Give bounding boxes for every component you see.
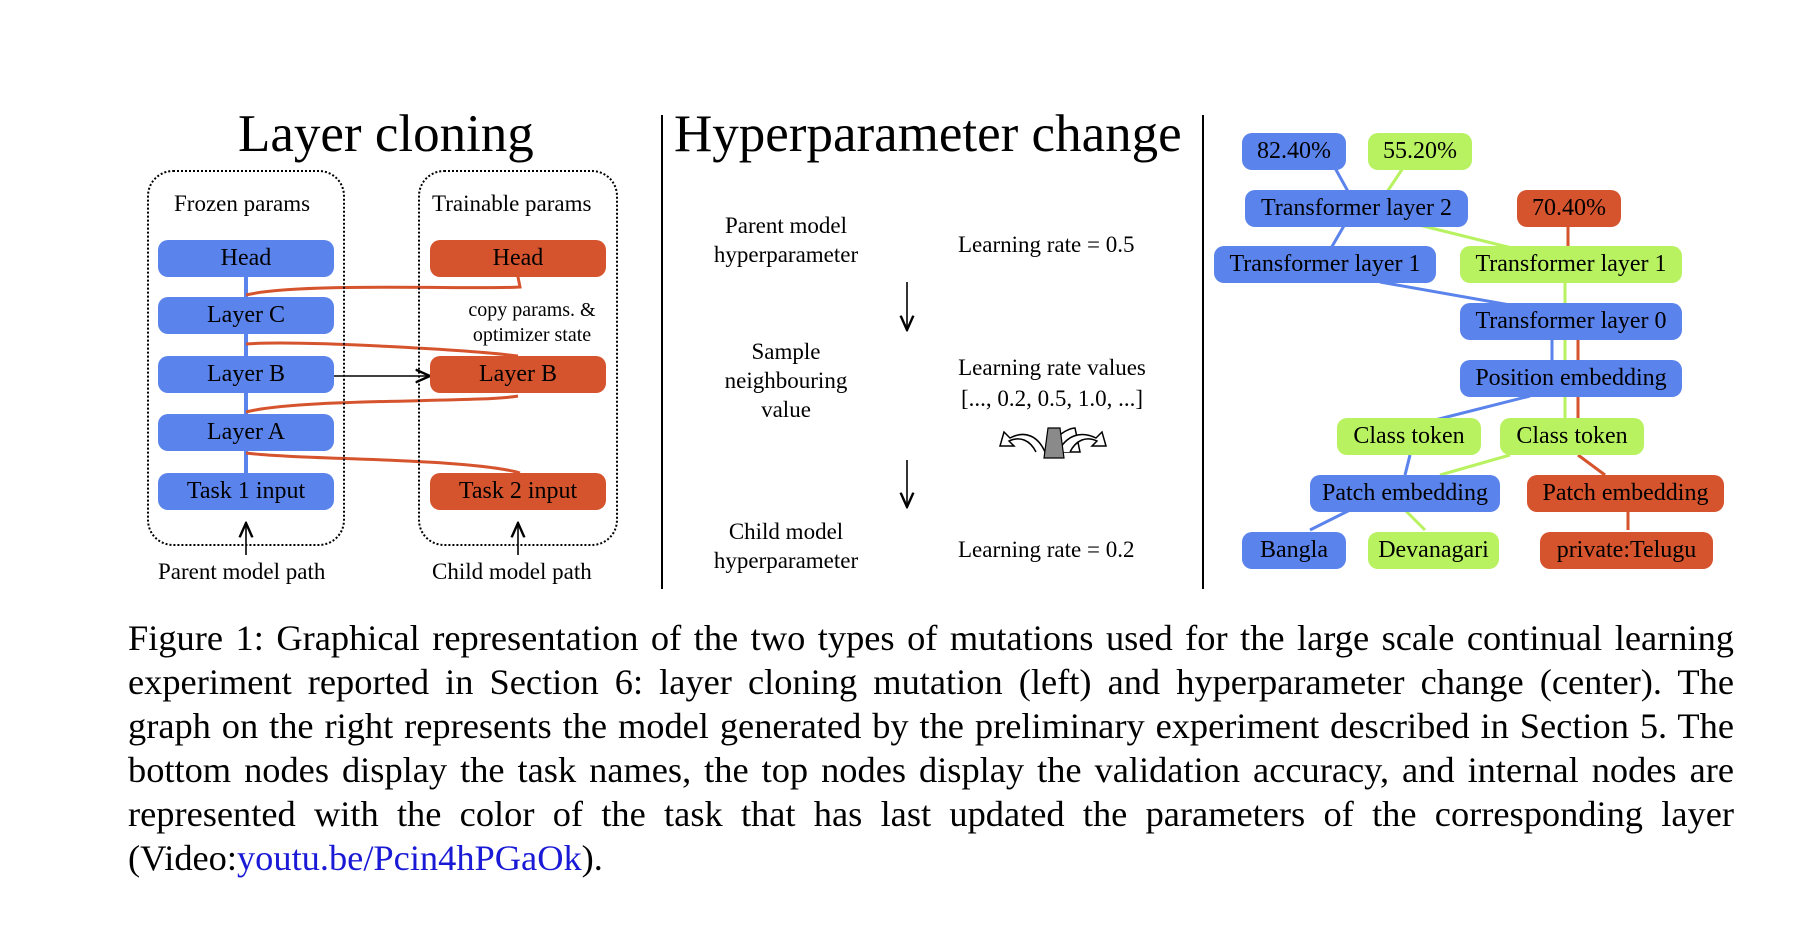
transformer-layer-0-node: Transformer layer 0 xyxy=(1460,303,1682,340)
parent-layer-c-node: Layer C xyxy=(158,297,334,334)
accuracy-node-bangla: 82.40% xyxy=(1242,133,1346,170)
transformer-layer-1-green-node: Transformer layer 1 xyxy=(1460,246,1682,283)
transformer-layer-2-node: Transformer layer 2 xyxy=(1245,190,1468,227)
child-model-path-label: Child model path xyxy=(432,559,592,584)
child-hyperparameter-label: Child model hyperparameter xyxy=(713,519,859,573)
copy-params-note: copy params. & optimizer state xyxy=(468,299,596,346)
parent-head-node: Head xyxy=(158,240,334,277)
hyperparameter-change-title: Hyperparameter change xyxy=(674,105,1182,163)
parent-hyperparameter-label: Parent model hyperparameter xyxy=(713,213,859,267)
caption-tail: ). xyxy=(581,838,603,878)
layer-cloning-title: Layer cloning xyxy=(238,105,534,163)
parent-layer-a-node: Layer A xyxy=(158,414,334,451)
child-task2-input-node: Task 2 input xyxy=(430,473,606,510)
parent-model-path-label: Parent model path xyxy=(158,559,326,584)
frozen-params-label: Frozen params xyxy=(174,191,311,216)
caption-text: Figure 1: Graphical representation of th… xyxy=(128,618,1734,878)
patch-embedding-blue-node: Patch embedding xyxy=(1310,475,1500,512)
separator-left xyxy=(661,115,663,589)
task-node-devanagari: Devanagari xyxy=(1368,532,1499,569)
frozen-params-box xyxy=(147,170,345,546)
sample-neighbouring-label: Sample neighbouring value xyxy=(724,339,848,422)
patch-embedding-orange-node: Patch embedding xyxy=(1527,475,1724,512)
task-node-private-telugu: private:Telugu xyxy=(1540,532,1713,569)
transformer-layer-1-blue-node: Transformer layer 1 xyxy=(1214,246,1436,283)
trainable-params-box xyxy=(418,170,618,546)
figure-caption: Figure 1: Graphical representation of th… xyxy=(128,616,1734,880)
parent-learning-rate: Learning rate = 0.5 xyxy=(958,232,1135,257)
position-embedding-node: Position embedding xyxy=(1460,360,1682,397)
child-learning-rate: Learning rate = 0.2 xyxy=(958,537,1135,562)
child-layer-b-node: Layer B xyxy=(430,356,606,393)
video-link[interactable]: youtu.be/Pcin4hPGaOk xyxy=(236,838,582,878)
child-head-node: Head xyxy=(430,240,606,277)
class-token-node-2: Class token xyxy=(1500,418,1644,455)
learning-rate-values: Learning rate values [..., 0.2, 0.5, 1.0… xyxy=(958,355,1146,411)
resample-arrows-icon xyxy=(999,427,1107,459)
separator-right xyxy=(1202,115,1204,589)
accuracy-node-telugu: 70.40% xyxy=(1517,190,1621,227)
parent-task1-input-node: Task 1 input xyxy=(158,473,334,510)
class-token-node-1: Class token xyxy=(1337,418,1481,455)
trainable-params-label: Trainable params xyxy=(432,191,592,216)
parent-layer-b-node: Layer B xyxy=(158,356,334,393)
accuracy-node-devanagari: 55.20% xyxy=(1368,133,1472,170)
task-node-bangla: Bangla xyxy=(1242,532,1346,569)
